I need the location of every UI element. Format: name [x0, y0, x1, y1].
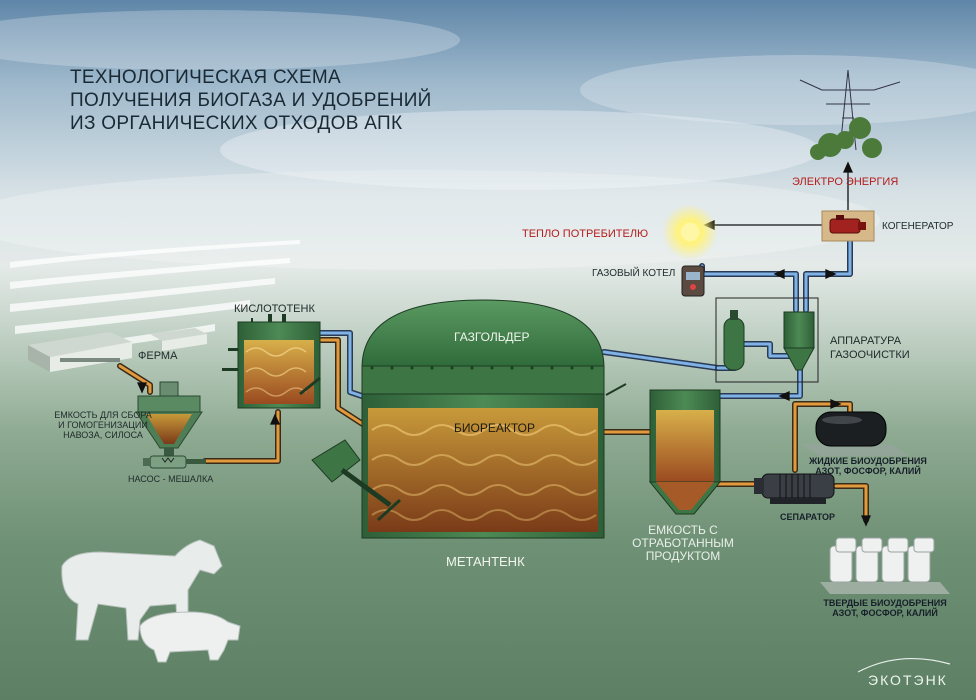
waste-product-tank: [648, 389, 722, 515]
title-line-3: ИЗ ОРГАНИЧЕСКИХ ОТХОДОВ АПК: [70, 113, 403, 134]
trees: [810, 117, 882, 160]
collection-tank: [135, 381, 203, 458]
gas-boiler: [681, 265, 705, 297]
solid-fertilizer-bags: [820, 537, 950, 594]
label-liquid-fertilizer: ЖИДКИЕ БИОУДОБРЕНИЯ АЗОТ, ФОСФОР, КАЛИЙ: [808, 456, 928, 476]
separator-machine: [754, 473, 835, 504]
label-solid-fertilizer: ТВЕРДЫЕ БИОУДОБРЕНИЯ АЗОТ, ФОСФОР, КАЛИЙ: [820, 598, 950, 618]
label-collection-tank: ЕМКОСТЬ ДЛЯ СБОРА И ГОМОГЕНИЗАЦИИ НАВОЗА…: [48, 410, 158, 440]
pump-mixer: [143, 455, 206, 469]
cogenerator: [821, 210, 875, 242]
label-pump: НАСОС - МЕШАЛКА: [128, 474, 214, 484]
label-waste-tank-3: ПРОДУКТОМ: [645, 549, 721, 563]
label-waste-tank-1: ЕМКОСТЬ С: [648, 523, 718, 537]
liquid-fertilizer-tank: [800, 411, 910, 456]
gas-cleaning-unit: [715, 297, 819, 383]
label-waste-tank: ЕМКОСТЬ С ОТРАБОТАННЫМ ПРОДУКТОМ: [628, 524, 738, 563]
label-liquid-fertilizer-1: ЖИДКИЕ БИОУДОБРЕНИЯ: [809, 456, 927, 466]
label-heat: ТЕПЛО ПОТРЕБИТЕЛЮ: [522, 228, 649, 240]
diagram-title: ТЕХНОЛОГИЧЕСКАЯ СХЕМА ПОЛУЧЕНИЯ БИОГАЗА …: [70, 66, 432, 135]
label-gas-cleaning-1: АППАРАТУРА: [830, 335, 902, 347]
logo-text: ЭКОТЭНК: [868, 672, 948, 688]
farm-building: [28, 328, 207, 372]
label-gas-cleaning-2: ГАЗООЧИСТКИ: [830, 349, 910, 361]
label-waste-tank-2: ОТРАБОТАННЫМ: [632, 536, 734, 550]
metatank: [311, 299, 627, 539]
label-solid-fertilizer-1: ТВЕРДЫЕ БИОУДОБРЕНИЯ: [823, 598, 947, 608]
label-gasholder: ГАЗГОЛЬДЕР: [454, 330, 530, 344]
pig-icon: [139, 611, 241, 663]
label-electricity: ЭЛЕКТРО ЭНЕРГИЯ: [792, 176, 899, 188]
label-acid-tank: КИСЛОТОТЕНК: [234, 303, 315, 315]
label-farm: ФЕРМА: [138, 350, 178, 362]
label-collection-tank-2: И ГОМОГЕНИЗАЦИИ: [58, 420, 148, 430]
title-line-2: ПОЛУЧЕНИЯ БИОГАЗА И УДОБРЕНИЙ: [70, 90, 432, 111]
label-separator: СЕПАРАТОР: [780, 512, 836, 522]
sun-glow-icon: [662, 204, 718, 260]
label-metatank: МЕТАНТЕНК: [446, 554, 525, 569]
label-collection-tank-3: НАВОЗА, СИЛОСА: [63, 430, 143, 440]
label-bioreactor: БИОРЕАКТОР: [454, 421, 535, 435]
logo-mark: [857, 657, 951, 673]
label-collection-tank-1: ЕМКОСТЬ ДЛЯ СБОРА: [54, 410, 152, 420]
label-cogenerator: КОГЕНЕРАТОР: [882, 221, 954, 232]
label-gas-boiler: ГАЗОВЫЙ КОТЕЛ: [592, 268, 676, 279]
label-gas-cleaning: АППАРАТУРА ГАЗООЧИСТКИ: [830, 334, 910, 362]
label-liquid-fertilizer-2: АЗОТ, ФОСФОР, КАЛИЙ: [815, 466, 921, 476]
acid-tank: [222, 314, 321, 409]
title-line-1: ТЕХНОЛОГИЧЕСКАЯ СХЕМА: [70, 67, 342, 88]
label-solid-fertilizer-2: АЗОТ, ФОСФОР, КАЛИЙ: [832, 608, 938, 618]
